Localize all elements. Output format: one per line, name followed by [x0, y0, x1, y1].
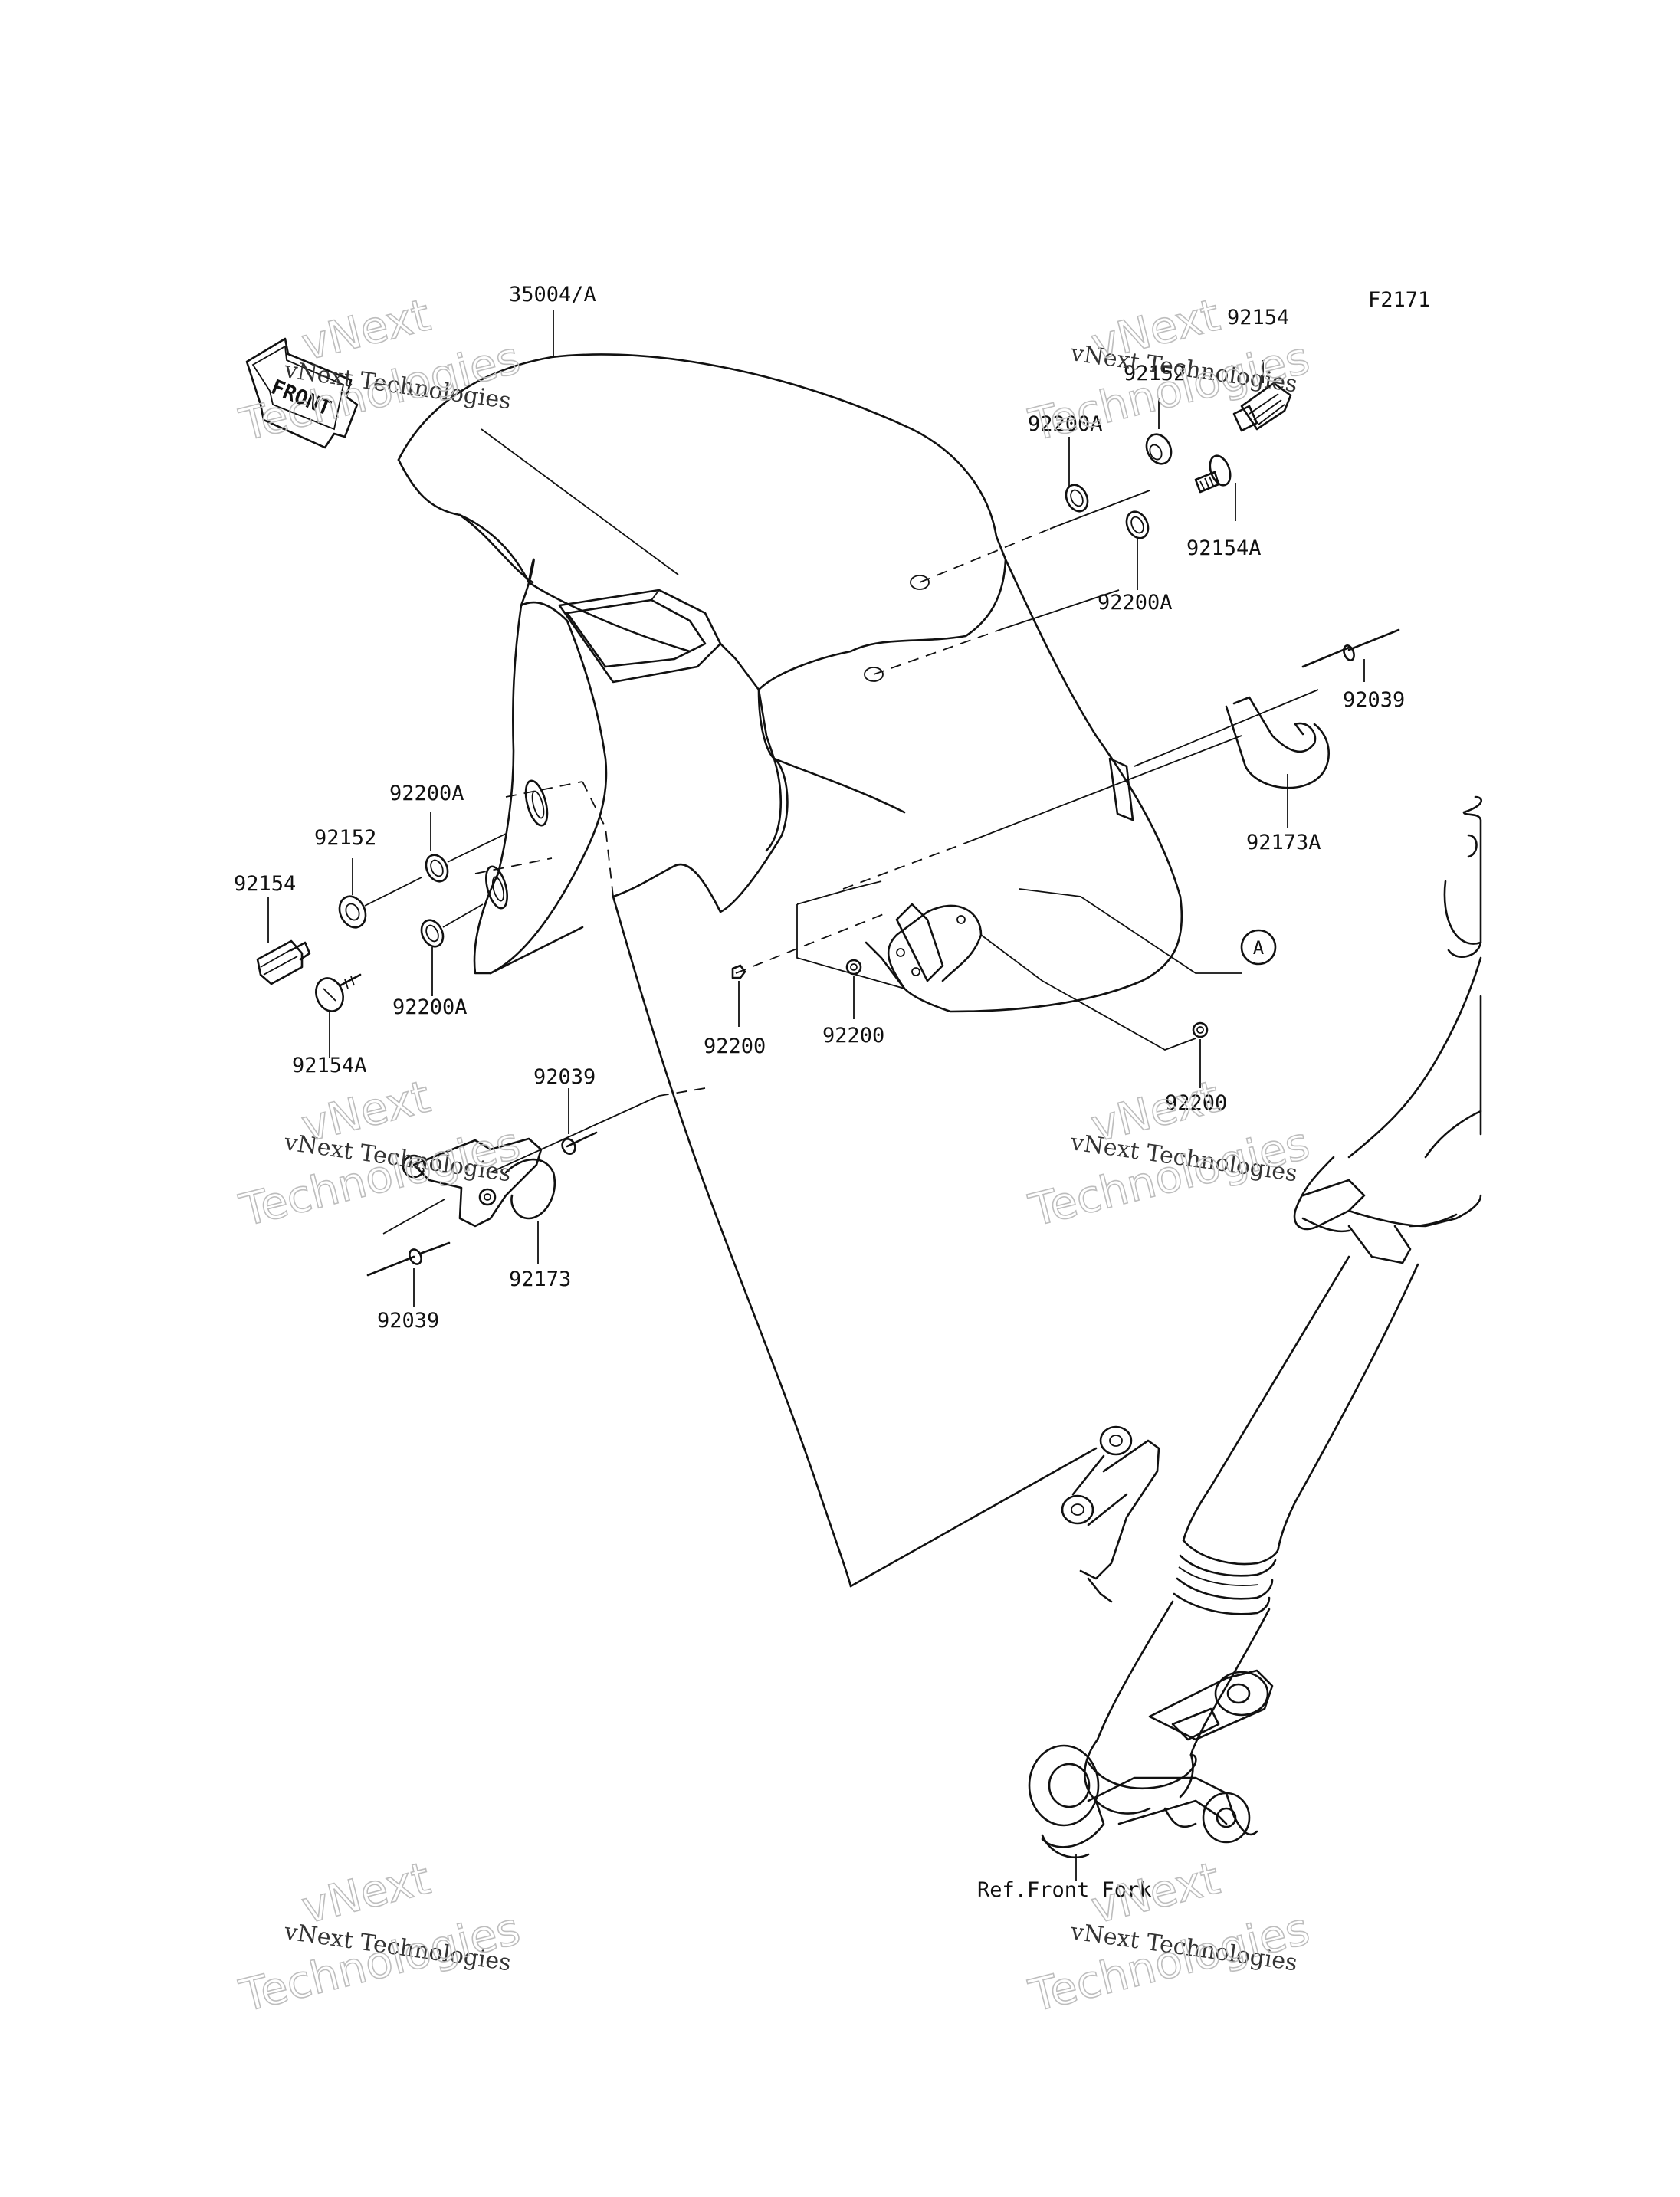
svg-text:Technologies: Technologies [235, 1117, 525, 1236]
svg-text:Technologies: Technologies [235, 1902, 525, 2022]
label-bolt-right-top: 92154 [1227, 306, 1289, 330]
label-washer-left-bottom: 92200A [392, 995, 468, 1019]
part-labels: 35004/A 92154 92152 92200A 92154A 92200A… [234, 283, 1405, 1902]
bolt-right-top [1232, 360, 1292, 432]
label-clamp-right: 92173A [1246, 831, 1321, 854]
washer-left-bottom [420, 903, 484, 996]
callout-a-label: A [1253, 937, 1265, 959]
screw-right [1301, 628, 1400, 682]
bolt-left [256, 897, 311, 985]
figure-number: F2171 [1368, 288, 1430, 312]
bolt-right-bottom [1194, 454, 1236, 521]
front-fender [397, 353, 1183, 1588]
label-fender: 35004/A [509, 283, 596, 307]
screw-left-bottom [366, 1241, 451, 1307]
clamp-left [402, 1137, 556, 1264]
label-nut-center-2: 92200 [822, 1024, 884, 1048]
svg-text:Technologies: Technologies [1024, 1117, 1314, 1236]
callout-a: A [1240, 929, 1277, 966]
label-clamp-left: 92173 [509, 1267, 571, 1291]
nut-center-1 [731, 964, 746, 1027]
washer-right-bottom [1125, 510, 1150, 590]
label-collar-right-top: 92152 [1124, 362, 1186, 385]
label-collar-left: 92152 [314, 826, 376, 850]
label-bolt-right-bottom: 92154A [1186, 536, 1262, 560]
bolt-left-bottom [315, 973, 362, 1058]
nut-center-3 [1192, 1021, 1209, 1088]
label-bolt-left: 92154 [234, 872, 296, 896]
label-screw-right: 92039 [1343, 688, 1405, 712]
washer-right-top [1065, 437, 1089, 513]
label-nut-center-3: 92200 [1165, 1091, 1227, 1115]
watermark-mid-left: vNext Technologies vNext Technologies [234, 1070, 526, 1238]
screw-left-top [561, 1088, 598, 1155]
washer-left-top [425, 812, 507, 883]
label-bolt-left-bottom: 92154A [292, 1054, 367, 1077]
label-nut-center-1: 92200 [704, 1035, 766, 1058]
watermark-bottom-right: vNext Technologies vNext Technologies [1023, 1851, 1315, 2023]
svg-text:vNext: vNext [297, 1852, 435, 1934]
label-screw-left-top: 92039 [533, 1065, 596, 1089]
watermark-mid-right: vNext Technologies vNext Technologies [1023, 1070, 1315, 1238]
svg-text:vNext: vNext [1086, 1852, 1225, 1934]
watermark-top-left: vNext Technologies vNext Technologies [234, 288, 526, 452]
front-fork [1028, 795, 1482, 1881]
watermark-bottom-left: vNext Technologies vNext Technologies [234, 1851, 526, 2023]
label-front-fork-ref: Ref.Front Fork [977, 1878, 1152, 1902]
label-washer-right-bottom: 92200A [1098, 591, 1173, 615]
clamp-right [1225, 696, 1330, 828]
label-washer-right-top: 92200A [1028, 412, 1103, 436]
nut-center-2 [845, 959, 862, 1019]
assembly-lines [382, 490, 1319, 1235]
collar-right-top [1145, 398, 1173, 465]
collar-left [338, 858, 422, 929]
svg-text:Technologies: Technologies [1024, 1902, 1314, 2022]
label-washer-left-top: 92200A [389, 782, 464, 805]
label-screw-left-bottom: 92039 [377, 1309, 439, 1333]
